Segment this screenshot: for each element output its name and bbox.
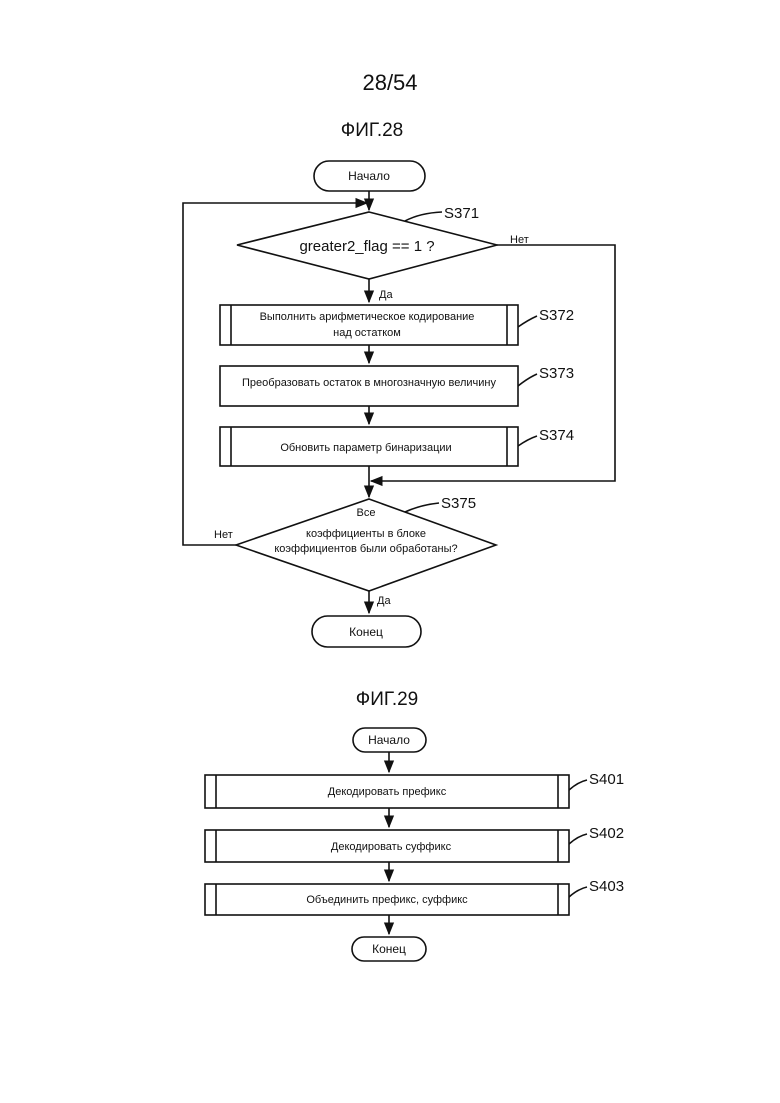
fig29-title: ФИГ.29 [356, 689, 418, 710]
s403-process-box: Объединить префикс, суффикс [205, 884, 569, 915]
s371-condition: greater2_flag == 1 ? [299, 238, 434, 255]
s403-leader [569, 887, 587, 897]
fig28-title: ФИГ.28 [341, 120, 403, 141]
s371-decision: greater2_flag == 1 ? [237, 212, 497, 279]
s402-step-label: S402 [589, 825, 624, 842]
fig28-start-label: Начало [348, 169, 390, 183]
fig28-end-terminator: Конец [312, 616, 421, 647]
s371-step-label: S371 [444, 205, 479, 222]
s372-leader [518, 316, 537, 327]
s375-step-label: S375 [441, 495, 476, 512]
s374-step-label: S374 [539, 427, 574, 444]
s371-leader [405, 212, 442, 221]
fig29-end-terminator: Конец [352, 937, 426, 961]
s373-text: Преобразовать остаток в многозначную вел… [242, 377, 496, 389]
s375-text-line2: коэффициенты в блоке [306, 528, 426, 540]
s374-text: Обновить параметр бинаризации [280, 442, 451, 454]
s371-yes-label: Да [379, 289, 393, 301]
s402-text: Декодировать суффикс [331, 841, 452, 853]
s372-process-box: Выполнить арифметическое кодирование над… [220, 305, 518, 345]
s402-leader [569, 834, 587, 844]
s372-text-line1: Выполнить арифметическое кодирование [260, 311, 475, 323]
s373-leader [518, 374, 537, 386]
s373-process-box: Преобразовать остаток в многозначную вел… [220, 366, 518, 406]
s402-process-box: Декодировать суффикс [205, 830, 569, 862]
fig28-end-label: Конец [349, 625, 383, 639]
s375-yes-label: Да [377, 595, 391, 607]
fig29-start-terminator: Начало [353, 728, 426, 752]
s372-step-label: S372 [539, 307, 574, 324]
fig29-start-label: Начало [368, 733, 410, 747]
s375-text-line3: коэффициентов были обработаны? [274, 543, 457, 555]
s403-step-label: S403 [589, 878, 624, 895]
fig28-start-terminator: Начало [314, 161, 425, 191]
s375-decision: Все коэффициенты в блоке коэффициентов б… [236, 499, 496, 591]
fig29-end-label: Конец [372, 942, 406, 956]
s401-leader [569, 780, 587, 790]
s403-text: Объединить префикс, суффикс [306, 894, 468, 906]
s372-text-line2: над остатком [333, 327, 401, 339]
s375-leader [405, 503, 439, 512]
s401-process-box: Декодировать префикс [205, 775, 569, 808]
s375-text-line1: Все [357, 507, 376, 519]
s374-leader [518, 436, 537, 446]
s373-step-label: S373 [539, 365, 574, 382]
s375-no-label: Нет [214, 529, 233, 541]
s374-process-box: Обновить параметр бинаризации [220, 427, 518, 466]
s401-step-label: S401 [589, 771, 624, 788]
page-number: 28/54 [362, 70, 417, 95]
s401-text: Декодировать префикс [328, 786, 447, 798]
